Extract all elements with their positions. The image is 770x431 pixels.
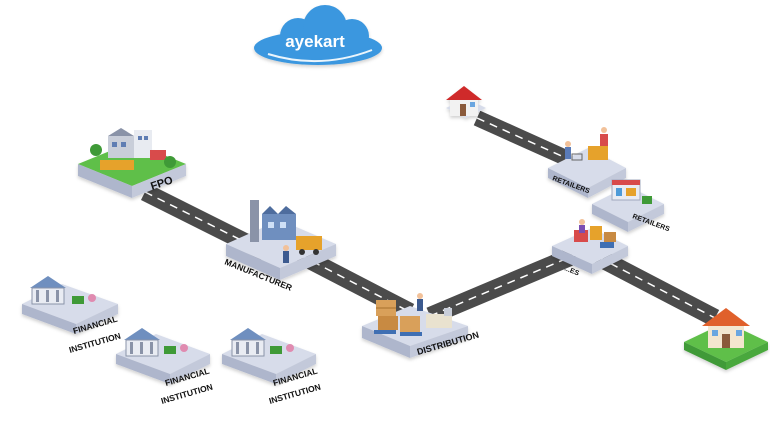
bank-icon [30,276,96,305]
financial-institution-1: FINANCIAL INSTITUTION [22,276,122,355]
bank-icon [230,328,294,357]
ayekart-logo: ayekart [254,5,382,65]
fpo-node: FPO [78,128,186,198]
house-icon [702,308,750,348]
warehouse-icon [374,293,452,336]
road-house-retailers [473,110,570,166]
wholesale-icon [574,219,616,248]
farm-icon [90,128,176,170]
house-icon [446,86,486,118]
cloud-icon [254,5,382,65]
financial-institution-2: FINANCIAL INSTITUTION [116,328,214,406]
financial-institution-3: FINANCIAL INSTITUTION [222,328,322,406]
bank-icon [124,328,188,357]
logo-text: ayekart [285,32,345,51]
manufacturer-node: MANUFACTURER [223,200,336,293]
house-bottom [684,308,768,370]
shop-icon [565,127,608,161]
house-top [446,86,486,118]
shop-icon [611,179,652,204]
retailers-top-node: RETAILERS [548,127,626,198]
road-distribution-wholesale [426,246,579,325]
factory-icon [250,200,322,263]
road-wholesale-house [593,249,720,326]
wholesale-node: ...ES [552,219,628,278]
